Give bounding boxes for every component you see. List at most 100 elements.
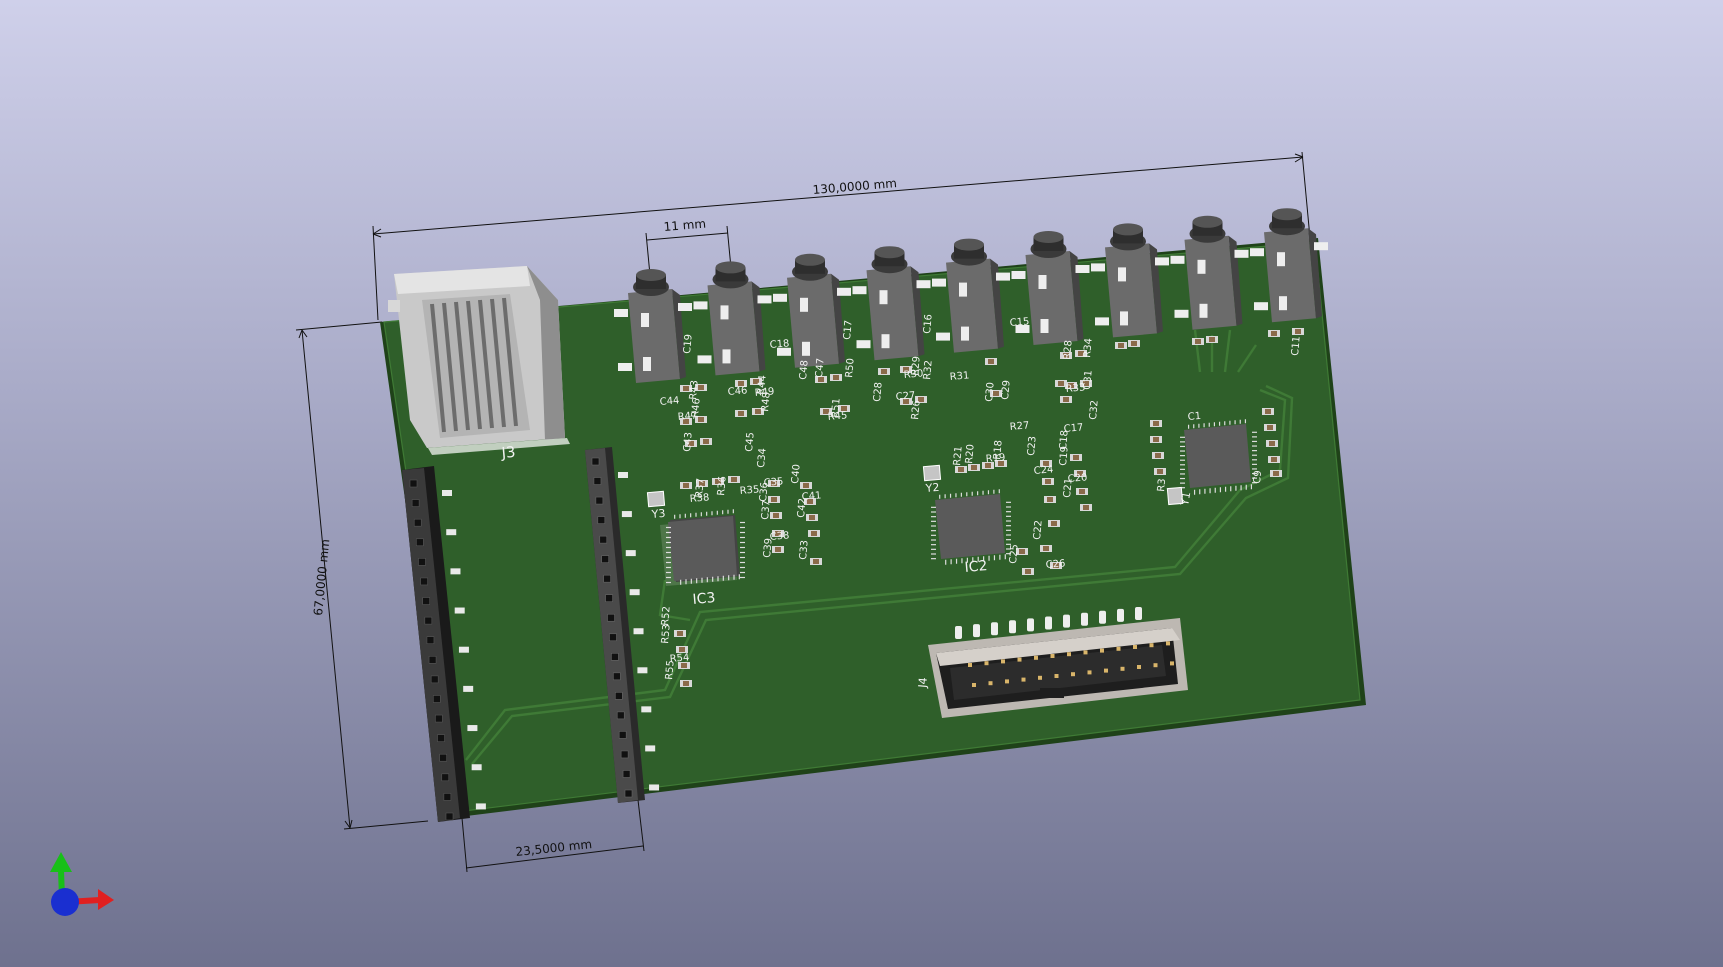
header-pin — [413, 518, 422, 527]
dimension-width — [372, 151, 1311, 321]
smd-component — [712, 478, 724, 485]
smd-component — [770, 512, 782, 519]
header-pad — [458, 646, 469, 653]
header-pin — [607, 613, 615, 622]
silkscreen-label: R48 — [760, 392, 773, 413]
j4-pad — [1009, 620, 1016, 634]
audio-jack[interactable] — [1250, 208, 1328, 323]
audio-jack[interactable] — [1011, 231, 1090, 345]
header-pad — [442, 490, 452, 496]
silkscreen-label: R43 — [688, 380, 701, 401]
silkscreen-label: C27 — [895, 390, 916, 403]
header-pin — [422, 597, 431, 605]
crystal-y2[interactable] — [922, 464, 942, 482]
header-pin — [593, 477, 602, 485]
header-pad — [625, 550, 636, 557]
smd-component — [900, 398, 912, 405]
silkscreen-label: C35 — [763, 476, 784, 489]
j4-pin — [1005, 679, 1009, 684]
audio-jacks[interactable] — [614, 208, 1328, 383]
smd-component — [968, 464, 980, 471]
smd-component — [915, 396, 927, 403]
dimension-width-label: 130,0000 mm — [812, 176, 897, 197]
smd-component — [680, 418, 692, 425]
j4-pin — [1067, 652, 1071, 657]
silkscreen-label: R36 — [716, 476, 729, 497]
audio-jack[interactable] — [932, 238, 1010, 353]
silkscreen-label: C30 — [984, 382, 997, 403]
silkscreen-label: C44 — [659, 395, 680, 408]
silkscreen-label: C46 — [727, 385, 748, 398]
audio-jack[interactable] — [1170, 215, 1249, 330]
smd-component — [1050, 562, 1062, 569]
silkscreen-label: R37 — [694, 478, 707, 499]
pin-header-left[interactable] — [402, 466, 486, 822]
silkscreen-label: C34 — [756, 448, 769, 469]
j4-pin — [968, 663, 972, 667]
header-pin — [439, 753, 447, 762]
silkscreen-label: C19 — [682, 334, 695, 355]
smd-component — [800, 482, 812, 489]
ref-ic2: IC2 — [964, 558, 988, 576]
header-pin — [616, 711, 625, 720]
axis-gizmo — [50, 852, 114, 916]
header-pin — [611, 652, 619, 661]
ic3-chip[interactable] — [660, 509, 745, 586]
smd-component — [900, 366, 912, 373]
audio-jack[interactable] — [773, 253, 851, 368]
ribbon-connector-j4[interactable] — [928, 607, 1188, 718]
header-pin — [597, 516, 606, 524]
dimension-height-label: 67,0000 mm — [311, 538, 332, 616]
silkscreen-label: C31 — [1082, 370, 1095, 391]
header-pin — [424, 616, 433, 625]
header-pin — [416, 538, 424, 547]
j4-pin — [1104, 668, 1108, 673]
smd-component — [1060, 396, 1072, 403]
silkscreen-label: C28 — [872, 382, 885, 403]
header-pin — [605, 594, 613, 603]
silkscreen-label: C45 — [744, 432, 757, 453]
smd-component — [700, 438, 712, 445]
dimension-height — [295, 321, 429, 830]
smd-component — [955, 466, 967, 473]
smd-component — [695, 384, 707, 391]
ic2-chip[interactable] — [931, 489, 1011, 565]
ic1-chip[interactable] — [1180, 419, 1257, 495]
audio-jack[interactable] — [614, 269, 692, 383]
header-pin — [443, 793, 452, 801]
crystal-y3[interactable] — [646, 490, 666, 508]
smd-component — [680, 385, 692, 392]
header-pin — [430, 675, 439, 684]
crystal-y1[interactable] — [1166, 486, 1184, 506]
silkscreen-label: C36 — [758, 482, 771, 503]
j4-pin — [1050, 654, 1055, 658]
j4-pad — [1117, 608, 1124, 622]
header-pin — [601, 555, 610, 563]
j4-pad — [1099, 610, 1106, 624]
audio-jack[interactable] — [693, 261, 772, 376]
smd-component — [676, 646, 688, 653]
j4-pin — [972, 683, 976, 687]
audio-jack[interactable] — [852, 246, 931, 361]
header-pin — [441, 773, 450, 782]
rj45-connector-j3[interactable] — [388, 266, 570, 455]
header-pad — [471, 764, 482, 771]
j4-pad — [1045, 616, 1052, 630]
smd-components[interactable] — [674, 328, 1304, 687]
silkscreen-label: C9 — [1252, 470, 1264, 484]
j4-pin — [1120, 666, 1125, 671]
smd-component — [815, 376, 827, 383]
header-pad — [645, 745, 656, 752]
silkscreen-label: C33 — [798, 540, 811, 561]
silkscreen-label: C26 — [1045, 558, 1066, 571]
smd-component — [1060, 352, 1072, 359]
smd-component — [990, 390, 1002, 397]
smd-component — [1192, 338, 1204, 345]
audio-jack[interactable] — [1091, 223, 1169, 338]
pin-header-middle[interactable] — [585, 447, 660, 803]
smd-component — [1115, 342, 1127, 349]
smd-component — [735, 380, 747, 387]
j4-pad — [1135, 607, 1142, 620]
